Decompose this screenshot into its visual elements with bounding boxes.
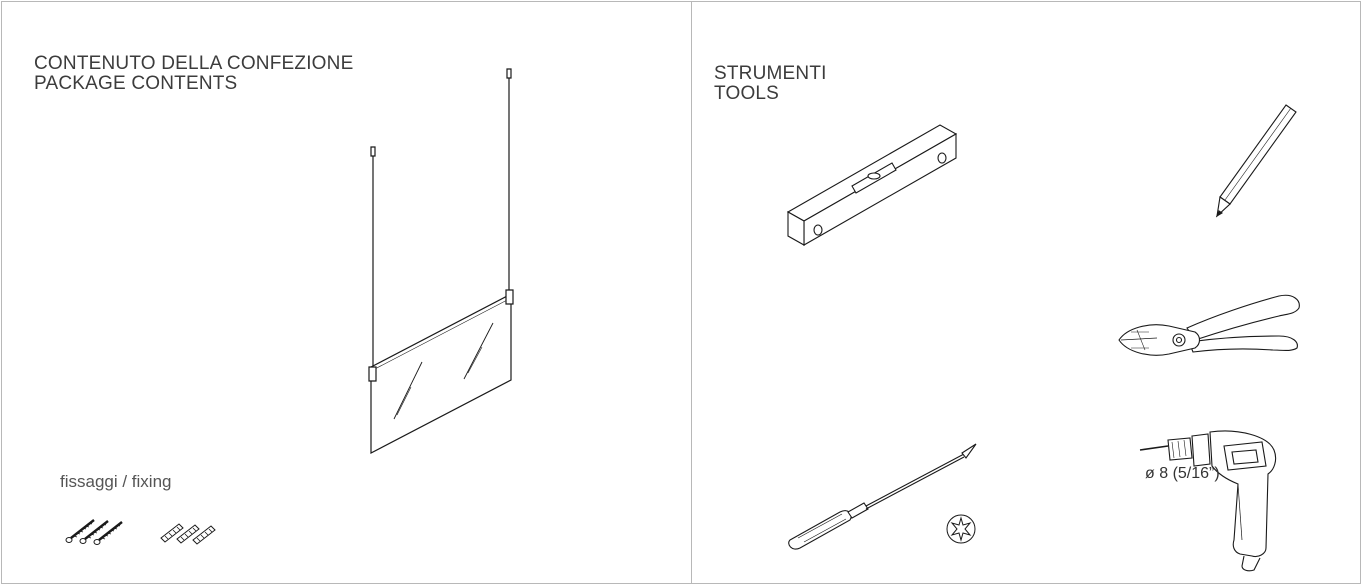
fixing-label: fissaggi / fixing xyxy=(60,472,172,491)
phillips-head-icon xyxy=(944,512,978,546)
drill-bit-size-label: ø 8 (5/16”) xyxy=(1145,465,1220,482)
pencil-icon xyxy=(1200,100,1300,220)
tools-panel: STRUMENTI TOOLS xyxy=(692,2,1362,583)
package-contents-panel: CONTENUTO DELLA CONFEZIONE PACKAGE CONTE… xyxy=(2,2,691,583)
tools-heading: STRUMENTI TOOLS xyxy=(714,62,827,104)
wall-plug-icon xyxy=(159,510,229,546)
package-contents-title-en: PACKAGE CONTENTS xyxy=(34,72,238,94)
suspended-glass-panel-icon xyxy=(342,57,532,457)
package-contents-heading: CONTENUTO DELLA CONFEZIONE PACKAGE CONTE… xyxy=(34,52,354,94)
electric-drill-icon xyxy=(1138,430,1308,580)
wire-cutter-pliers-icon xyxy=(1109,292,1309,372)
tools-title-en: TOOLS xyxy=(714,82,780,104)
screw-icon xyxy=(64,504,134,546)
screwdriver-icon xyxy=(778,442,983,562)
panel-divider xyxy=(691,2,692,583)
tools-title-it: STRUMENTI xyxy=(714,62,827,84)
package-contents-title-it: CONTENUTO DELLA CONFEZIONE xyxy=(34,52,354,74)
spirit-level-icon xyxy=(780,120,960,250)
